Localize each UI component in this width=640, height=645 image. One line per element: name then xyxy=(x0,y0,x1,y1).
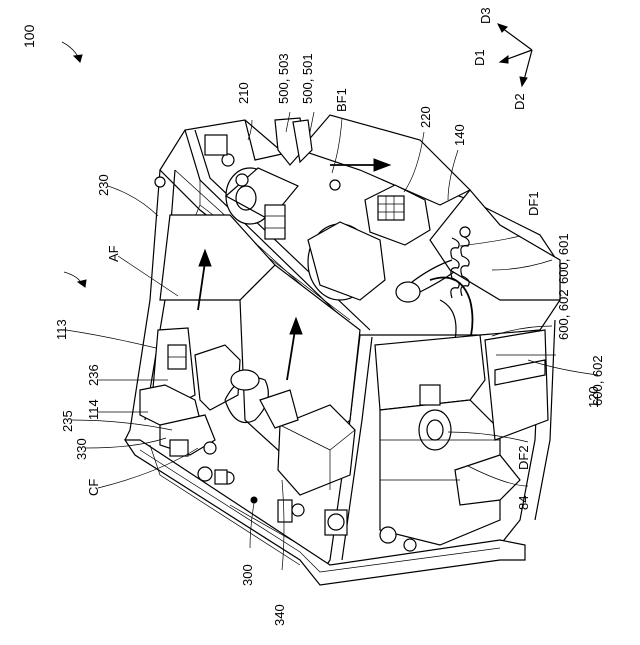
label-220: 220 xyxy=(418,106,433,128)
label-230: 230 xyxy=(96,174,111,196)
label-d1: D1 xyxy=(472,49,487,66)
label-120-visible: 120 xyxy=(586,386,601,408)
label-340: 340 xyxy=(272,604,287,626)
label-100: 100 xyxy=(21,24,37,48)
label-af: AF xyxy=(106,245,121,262)
label-df2: DF2 xyxy=(516,445,531,470)
label-114: 114 xyxy=(86,399,101,420)
label-d3: D3 xyxy=(478,7,493,24)
label-500-503: 500, 503 xyxy=(276,53,291,104)
label-600-602-upper: 600, 602 xyxy=(556,289,571,340)
label-bf1: BF1 xyxy=(334,88,349,112)
label-500-501: 500, 501 xyxy=(300,53,315,104)
label-140: 140 xyxy=(452,124,467,146)
label-113: 113 xyxy=(54,319,69,340)
label-210: 210 xyxy=(236,82,251,104)
direction-axes xyxy=(498,24,532,86)
label-84: 84 xyxy=(516,496,531,510)
label-600-601: 600, 601 xyxy=(556,233,571,284)
label-300: 300 xyxy=(240,564,255,586)
label-236: 236 xyxy=(86,364,101,386)
label-cf: CF xyxy=(86,479,101,496)
label-330: 330 xyxy=(74,438,89,460)
label-235: 235 xyxy=(60,410,75,432)
label-df1: DF1 xyxy=(526,191,541,216)
label-d2: D2 xyxy=(512,93,527,110)
